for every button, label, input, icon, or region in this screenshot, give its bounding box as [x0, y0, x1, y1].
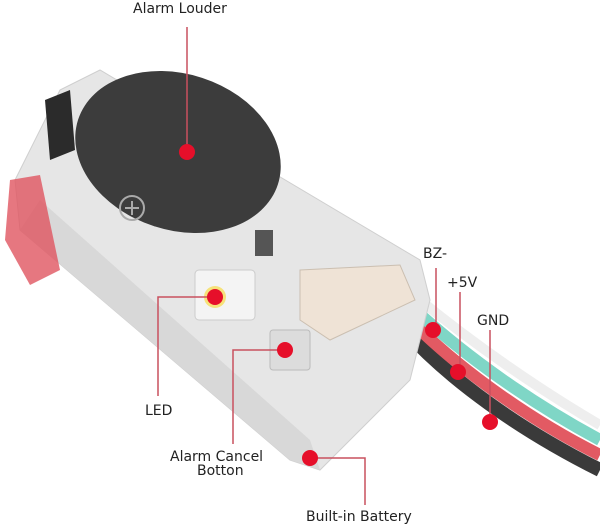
leader-lines	[157, 27, 491, 505]
marker-gnd	[482, 414, 498, 430]
marker-alarm-cancel	[277, 342, 293, 358]
markers	[179, 144, 498, 466]
label-built-in-battery: Built-in Battery	[306, 509, 412, 525]
label-alarm-cancel-1: Alarm Cancel	[170, 449, 264, 465]
leader-alarm-cancel	[232, 349, 285, 444]
marker-bz	[425, 322, 441, 338]
device-body	[5, 69, 431, 471]
marker-5v	[450, 364, 466, 380]
leader-battery	[310, 457, 366, 505]
label-gnd: GND	[477, 313, 510, 329]
label-led: LED	[145, 403, 173, 419]
label-alarm-louder: Alarm Louder	[133, 1, 227, 17]
label-plus-5v: +5V	[447, 275, 478, 291]
label-bz-minus: BZ-	[423, 246, 448, 262]
leader-led	[157, 296, 215, 396]
marker-battery	[302, 450, 318, 466]
marker-led	[207, 289, 223, 305]
marker-alarm-louder	[179, 144, 195, 160]
label-alarm-cancel-2: Botton	[197, 463, 244, 479]
